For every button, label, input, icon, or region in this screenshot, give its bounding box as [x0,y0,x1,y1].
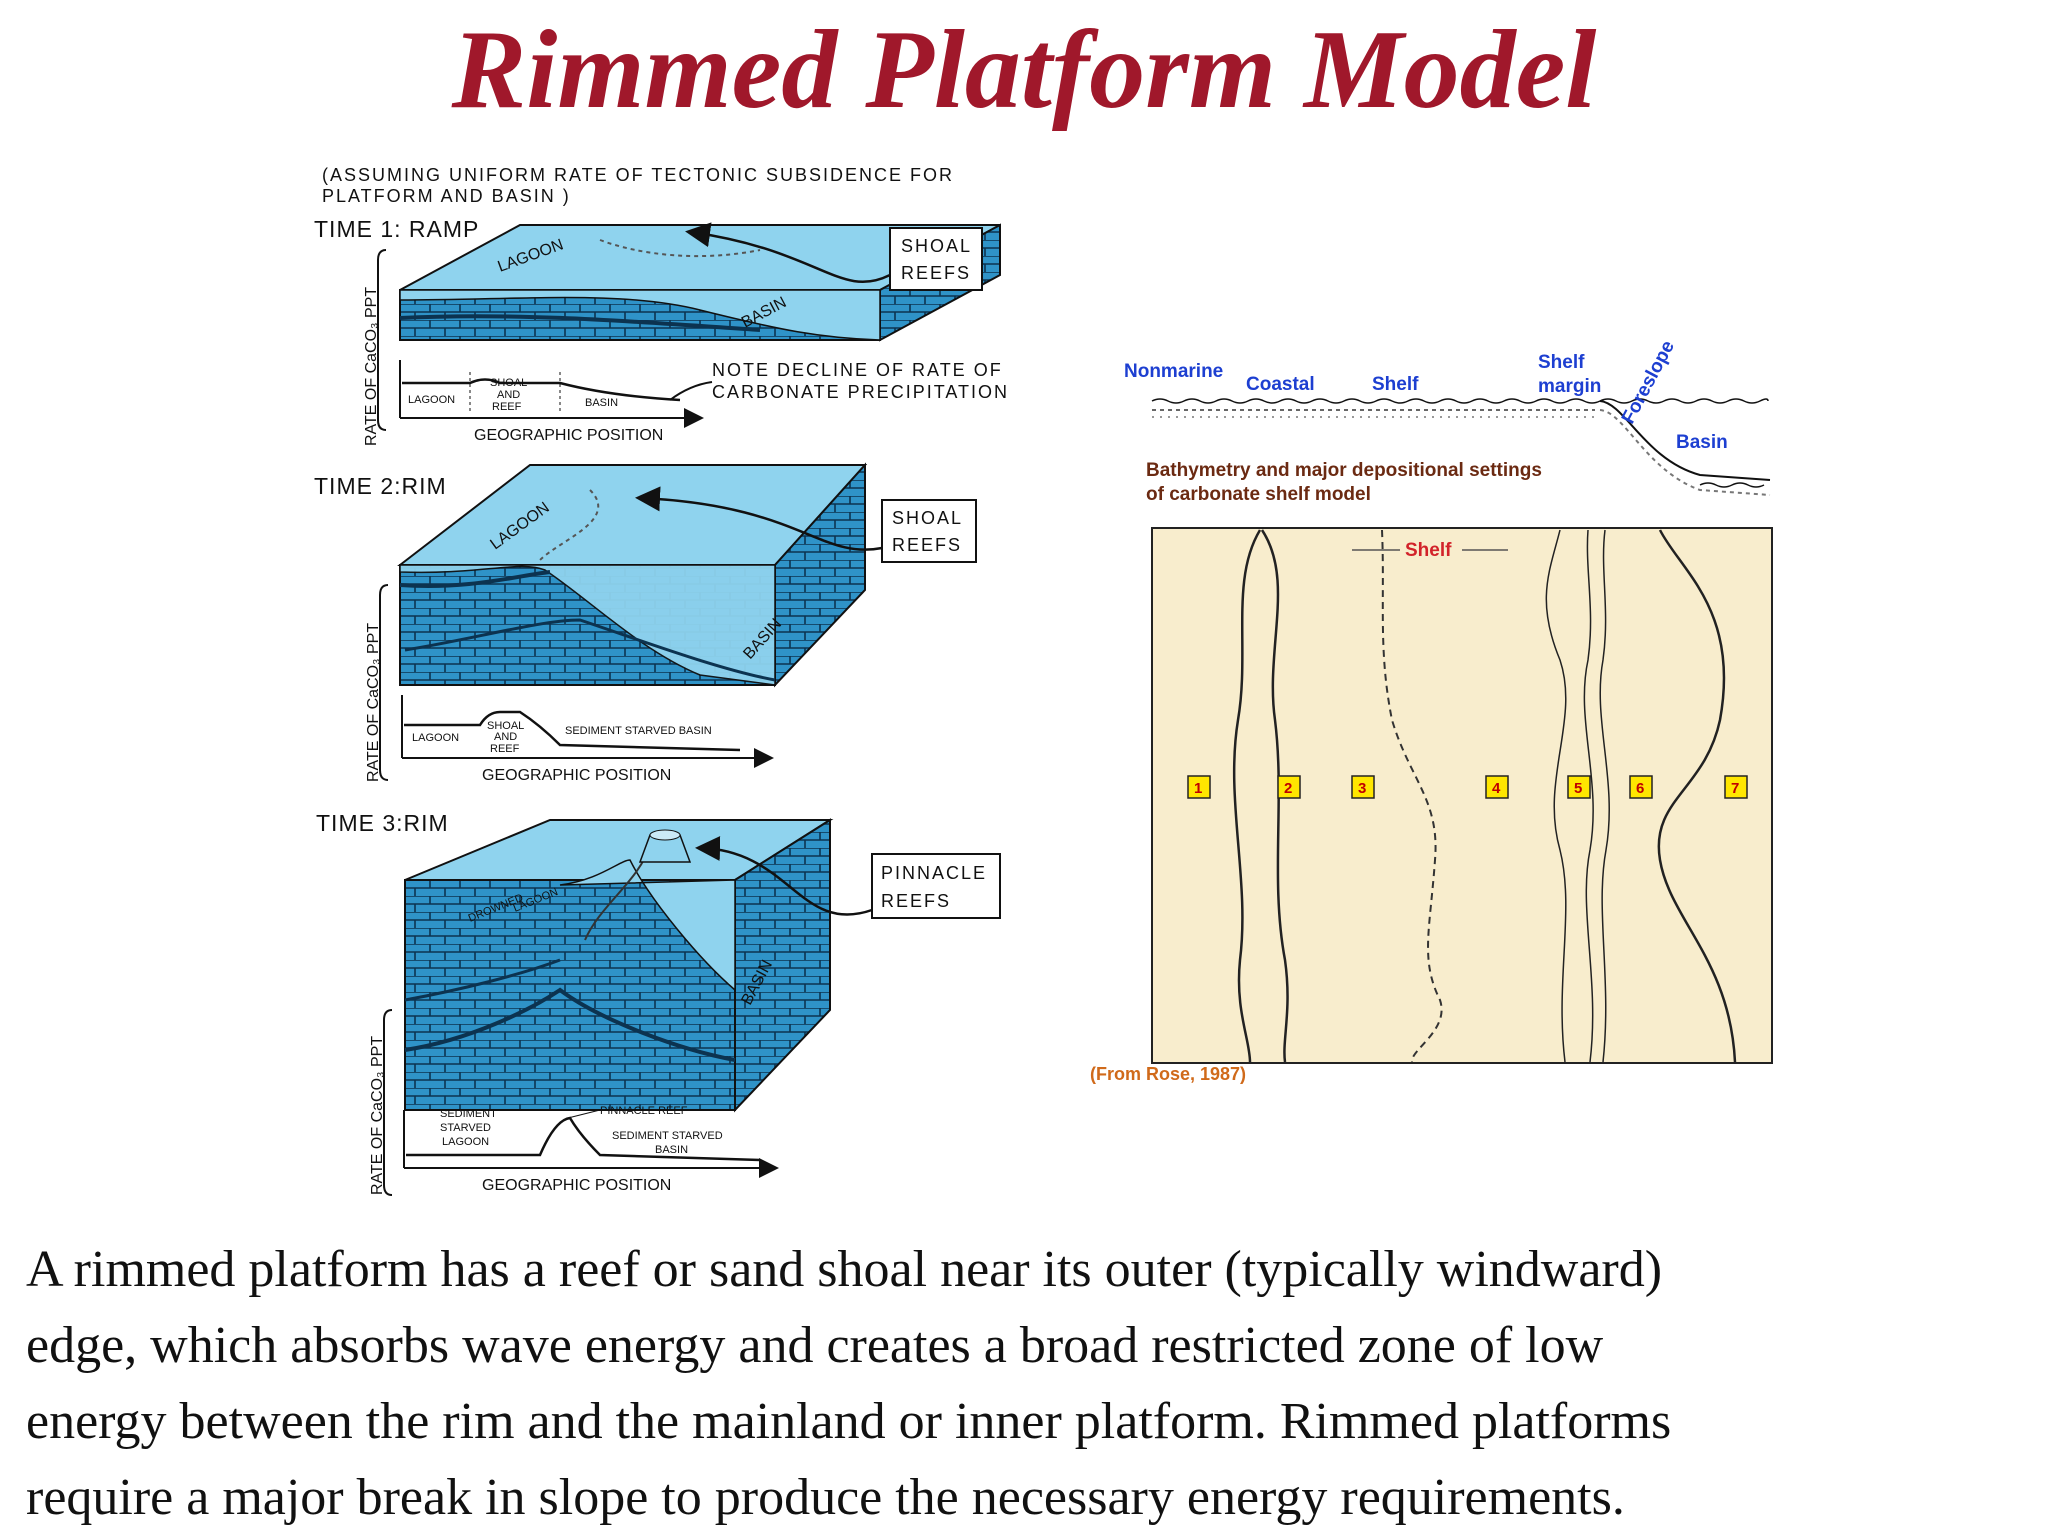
panel-2-time-label: TIME 2:RIM [314,473,447,499]
panel-3-x-axis-label: GEOGRAPHIC POSITION [482,1177,671,1194]
description-line-3: energy between the rim and the mainland … [26,1393,1672,1450]
zone-number-4: 4 [1492,780,1501,797]
zone-number-6: 6 [1636,780,1644,797]
panel-1-callout-line2: REEFS [901,263,971,283]
zone-number-3: 3 [1358,780,1366,797]
panel-3-callout-line1: PINNACLE [881,863,987,883]
panel-1-callout-box [889,227,983,291]
panel-1-note-line2: CARBONATE PRECIPITATION [712,382,1009,402]
panel-3-callout-box [871,853,1001,919]
zone-number-7: 7 [1731,780,1739,797]
panel-2-callout-arrow [635,486,883,551]
zone-marker-7: 7 [1724,775,1748,799]
profile-label-foreslope: Foreslope [1618,337,1679,427]
panel-3-profile-starved: STARVED [440,1122,491,1134]
panel-3-profile-pinnacle-reef: PINNACLE REEF [600,1105,688,1117]
zone-marker-1: 1 [1187,775,1211,799]
profile-label-shelf-margin-2: margin [1538,376,1601,397]
facies-map: Shelf 1 2 3 4 5 6 [1151,527,1773,1064]
panel-1-block-diagram: LAGOON BASIN [399,223,1001,342]
panel-time-1: TIME 1: RAMP LAGOON BASIN SHOAL REEFS RA… [314,216,1009,446]
description-paragraph: A rimmed platform has a reef or sand sho… [26,1232,2026,1536]
panel-3-profile-graph: RATE OF CaCO₃ PPT SEDIMENT STARVED LAGOO… [369,1009,779,1196]
zone-number-2: 2 [1284,780,1292,797]
panel-3-time-label: TIME 3:RIM [316,810,449,836]
panel-1-profile-graph: RATE OF CaCO₃ PPT LAGOON SHOAL AND REEF … [363,249,1009,446]
panel-2-profile-graph: RATE OF CaCO₃ PPT LAGOON SHOAL AND REEF … [365,584,774,784]
panel-2-profile-lagoon: LAGOON [412,732,459,744]
panel-2-profile-reef: REEF [490,743,520,755]
description-line-2: edge, which absorbs wave energy and crea… [26,1317,1604,1374]
zone-number-5: 5 [1574,780,1582,797]
profile-label-nonmarine: Nonmarine [1124,361,1223,382]
left-header-line2: PLATFORM AND BASIN ) [322,186,571,206]
zone-marker-5: 5 [1567,775,1591,799]
panel-2-callout-line2: REEFS [892,535,962,555]
panel-2-y-axis-label: RATE OF CaCO₃ PPT [365,623,382,782]
zone-number-1: 1 [1194,780,1202,797]
panel-time-2: TIME 2:RIM LAGOON BASIN SHOAL REEFS RATE… [314,462,977,784]
panel-1-callout-line1: SHOAL [901,236,972,256]
panel-2-block-diagram: LAGOON BASIN [397,462,868,688]
zone-marker-6: 6 [1629,775,1653,799]
panel-2-profile-basin: SEDIMENT STARVED BASIN [565,725,712,737]
panel-1-profile-and: AND [497,389,520,401]
panel-1-callout-arrow [685,222,891,284]
panel-3-y-axis-label: RATE OF CaCO₃ PPT [369,1036,386,1195]
panel-1-note-line1: NOTE DECLINE OF RATE OF [712,360,1003,380]
map-caption-line2: of carbonate shelf model [1146,484,1371,505]
description-line-1: A rimmed platform has a reef or sand sho… [26,1241,1663,1298]
panel-time-3: TIME 3:RIM DROWNED LAGOON BASIN PINNACLE… [316,810,1001,1196]
right-diagram: Nonmarine Coastal Shelf Shelf margin For… [1090,337,1773,1084]
panel-1-profile-reef: REEF [492,401,522,413]
panel-2-x-axis-label: GEOGRAPHIC POSITION [482,767,671,784]
panel-1-profile-lagoon: LAGOON [408,394,455,406]
profile-label-coastal: Coastal [1246,374,1315,395]
panel-3-profile-sediment: SEDIMENT [440,1108,497,1120]
left-header-line1: (ASSUMING UNIFORM RATE OF TECTONIC SUBSI… [322,165,954,185]
profile-label-shelf-margin-1: Shelf [1538,352,1585,373]
panel-1-profile-shoal: SHOAL [490,377,527,389]
panel-3-callout-line2: REEFS [881,891,951,911]
panel-1-y-axis-label: RATE OF CaCO₃ PPT [363,287,380,446]
map-shelf-label: Shelf [1405,540,1452,561]
panel-3-profile-sediment-starved: SEDIMENT STARVED [612,1130,723,1142]
description-line-4: require a major break in slope to produc… [26,1469,1625,1526]
page-title: Rimmed Platform Model [451,8,1597,132]
panel-2-callout-line1: SHOAL [892,508,963,528]
panel-3-block-diagram: DROWNED LAGOON BASIN [404,818,834,1113]
profile-label-shelf: Shelf [1372,374,1419,395]
zone-marker-3: 3 [1351,775,1375,799]
panel-3-callout-arrow [695,835,873,916]
panel-1-profile-basin: BASIN [585,397,618,409]
map-caption-line1: Bathymetry and major depositional settin… [1146,460,1542,481]
panel-3-profile-lagoon: LAGOON [442,1136,489,1148]
panel-1-x-axis-label: GEOGRAPHIC POSITION [474,427,663,444]
panel-2-profile-and: AND [494,731,517,743]
profile-label-basin: Basin [1676,432,1728,453]
source-citation: (From Rose, 1987) [1090,1064,1246,1084]
panel-3-profile-basin: BASIN [655,1144,688,1156]
zone-marker-2: 2 [1277,775,1301,799]
panel-2-profile-shoal: SHOAL [487,720,524,732]
panel-2-callout-box [881,499,977,563]
panel-1-time-label: TIME 1: RAMP [314,216,479,242]
zone-marker-4: 4 [1485,775,1509,799]
